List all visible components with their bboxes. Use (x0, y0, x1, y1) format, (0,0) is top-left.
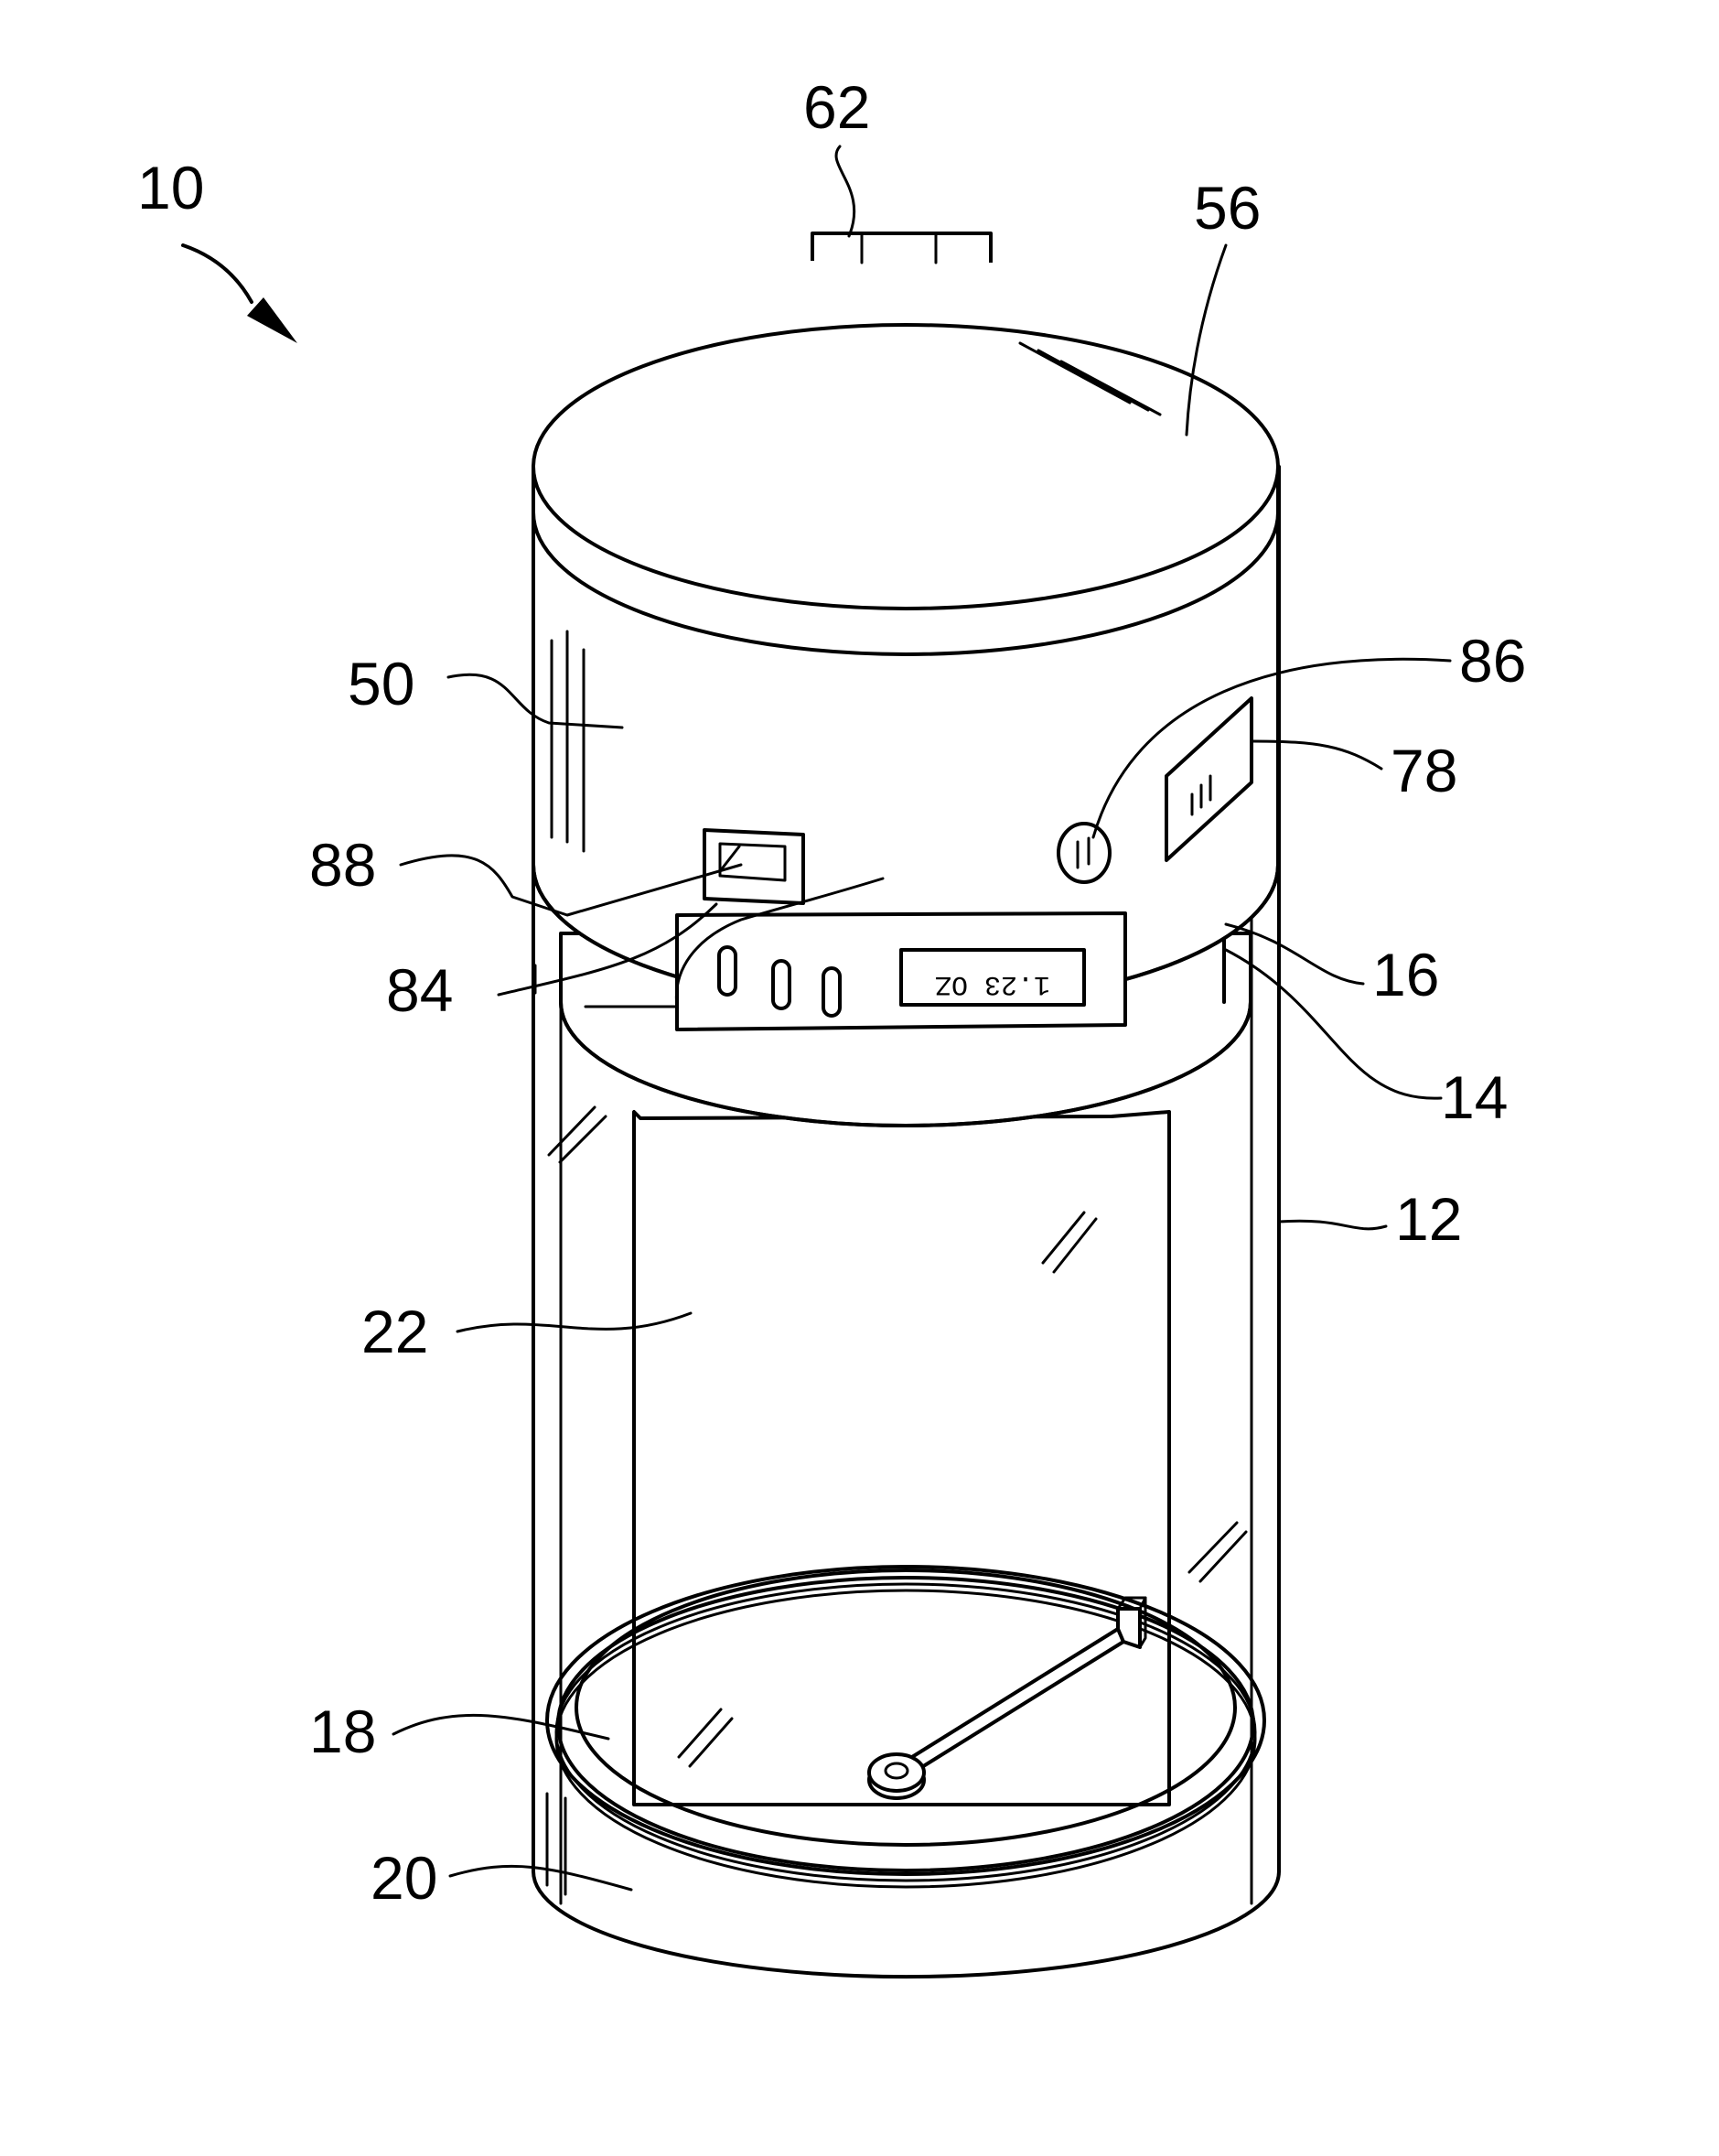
label-20: 20 (371, 1844, 437, 1912)
vent-plug (812, 233, 991, 263)
switch[interactable] (704, 830, 803, 903)
label-12: 12 (1395, 1185, 1462, 1253)
label-84: 84 (386, 956, 453, 1024)
window (634, 1112, 1169, 1805)
led-2 (773, 961, 790, 1008)
pivot-arm (869, 1598, 1145, 1798)
display-reading: 1.23 OZ (935, 968, 1050, 999)
label-78: 78 (1391, 737, 1457, 804)
led-3 (823, 968, 840, 1016)
led-1 (719, 947, 736, 995)
glass-hatching (549, 1107, 1246, 1766)
label-86: 86 (1459, 627, 1526, 695)
label-88: 88 (309, 831, 376, 899)
label-16: 16 (1372, 941, 1439, 1008)
label-10: 10 (137, 154, 204, 221)
lid-top (533, 325, 1278, 654)
arrowhead (247, 297, 297, 343)
label-18: 18 (309, 1698, 376, 1765)
label-14: 14 (1441, 1063, 1508, 1131)
label-50: 50 (348, 650, 414, 717)
label-22: 22 (361, 1298, 428, 1365)
button[interactable] (1058, 824, 1110, 882)
display-unit: 1.23 OZ (677, 913, 1125, 1029)
label-62: 62 (803, 73, 870, 141)
label-56: 56 (1194, 174, 1261, 242)
base-plate (547, 1567, 1264, 1887)
